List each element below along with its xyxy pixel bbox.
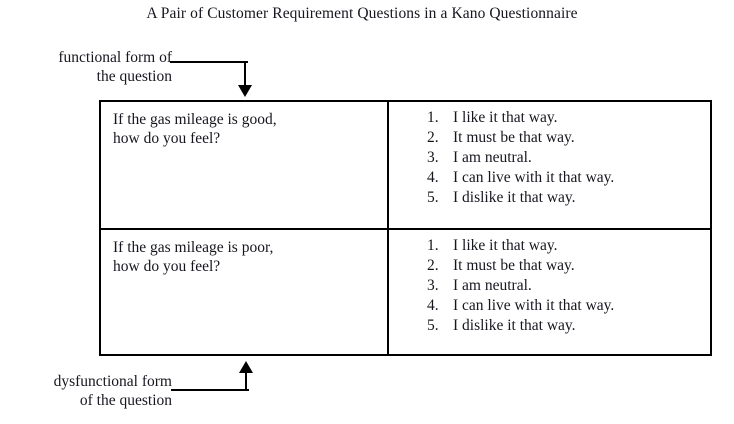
list-item[interactable]: 3. I am neutral. [389,276,710,296]
question-text-line2: how do you feel? [113,130,221,147]
question-text-line2: how do you feel? [113,258,221,275]
answer-label: It must be that way. [453,129,575,146]
question-cell-functional: If the gas mileage is good, how do you f… [101,102,389,228]
answer-label: I am neutral. [453,149,532,166]
dysfunctional-leader-horizontal [171,389,249,391]
dysfunctional-form-label-line2: of the question [79,392,172,409]
dysfunctional-form-label: dysfunctional form of the question [2,372,172,410]
table-row: If the gas mileage is good, how do you f… [101,102,710,228]
functional-form-label: functional form of the question [6,48,172,86]
list-item[interactable]: 2. It must be that way. [389,256,710,276]
question-cell-dysfunctional: If the gas mileage is poor, how do you f… [101,230,389,354]
answer-label: I am neutral. [453,277,532,294]
answers-cell-dysfunctional: 1. I like it that way. 2. It must be tha… [389,230,710,354]
answer-number: 1. [427,109,439,126]
answer-number: 3. [427,277,439,294]
answer-label: I like it that way. [453,237,558,254]
answer-number: 5. [427,317,439,334]
answer-label: I can live with it that way. [453,297,615,314]
list-item[interactable]: 4. I can live with it that way. [389,296,710,316]
functional-form-label-line1: functional form of [58,49,172,66]
answer-label: I like it that way. [453,109,558,126]
list-item[interactable]: 3. I am neutral. [389,148,710,168]
questionnaire-table: If the gas mileage is good, how do you f… [99,100,712,356]
table-row: If the gas mileage is poor, how do you f… [101,228,710,354]
answer-number: 5. [427,189,439,206]
list-item[interactable]: 1. I like it that way. [389,108,710,128]
list-item[interactable]: 2. It must be that way. [389,128,710,148]
answer-label: It must be that way. [453,257,575,274]
list-item[interactable]: 5. I dislike it that way. [389,188,710,208]
functional-form-label-line2: the question [96,68,172,85]
answer-number: 2. [427,129,439,146]
dysfunctional-leader-vertical [245,372,247,391]
functional-arrowhead-down-icon [238,85,252,97]
answer-number: 4. [427,169,439,186]
functional-leader-vertical [244,61,246,87]
answer-number: 4. [427,297,439,314]
dysfunctional-form-label-line1: dysfunctional form [53,373,172,390]
answer-label: I can live with it that way. [453,169,615,186]
dysfunctional-arrowhead-up-icon [239,361,253,373]
answer-label: I dislike it that way. [453,189,576,206]
functional-leader-horizontal [170,61,248,63]
answer-number: 1. [427,237,439,254]
answer-number: 3. [427,149,439,166]
answer-options-list: 1. I like it that way. 2. It must be tha… [389,108,710,208]
question-text-line1: If the gas mileage is poor, [113,239,274,256]
answers-cell-functional: 1. I like it that way. 2. It must be tha… [389,102,710,228]
list-item[interactable]: 5. I dislike it that way. [389,316,710,336]
question-text-line1: If the gas mileage is good, [113,111,277,128]
answer-options-list: 1. I like it that way. 2. It must be tha… [389,236,710,336]
list-item[interactable]: 4. I can live with it that way. [389,168,710,188]
list-item[interactable]: 1. I like it that way. [389,236,710,256]
answer-label: I dislike it that way. [453,317,576,334]
figure-title: A Pair of Customer Requirement Questions… [146,5,578,22]
answer-number: 2. [427,257,439,274]
